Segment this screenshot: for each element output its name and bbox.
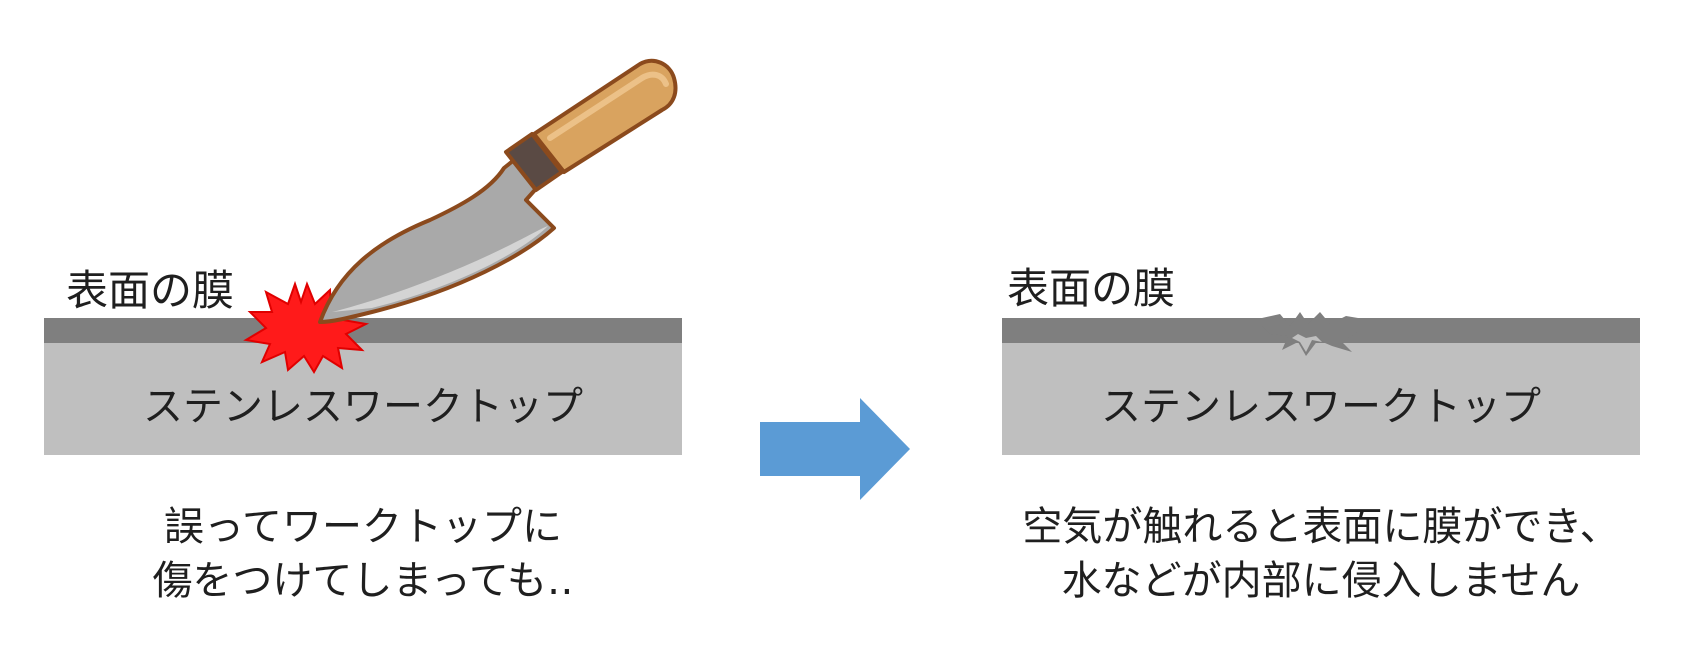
right-caption: 空気が触れると表面に膜ができ、 水などが内部に侵入しません [1002,500,1640,608]
knife-icon [318,58,678,324]
worktop-label: ステンレスワークトップ [1101,384,1541,430]
surface-film-bar [44,318,682,343]
repaired-crack-icon [1262,312,1358,356]
film-label: 表面の膜 [1007,264,1176,313]
left-caption-line2: 傷をつけてしまっても‥ [152,558,574,604]
film-label: 表面の膜 [66,266,235,315]
right-arrow-icon [760,398,910,500]
left-caption-line1: 誤ってワークトップに [164,504,562,550]
worktop-label: ステンレスワークトップ [143,384,583,430]
right-caption-line1: 空気が触れると表面に膜ができ、 [1022,504,1620,550]
left-caption: 誤ってワークトップに 傷をつけてしまっても‥ [44,500,682,608]
right-caption-line2: 水などが内部に侵入しません [1061,558,1581,604]
